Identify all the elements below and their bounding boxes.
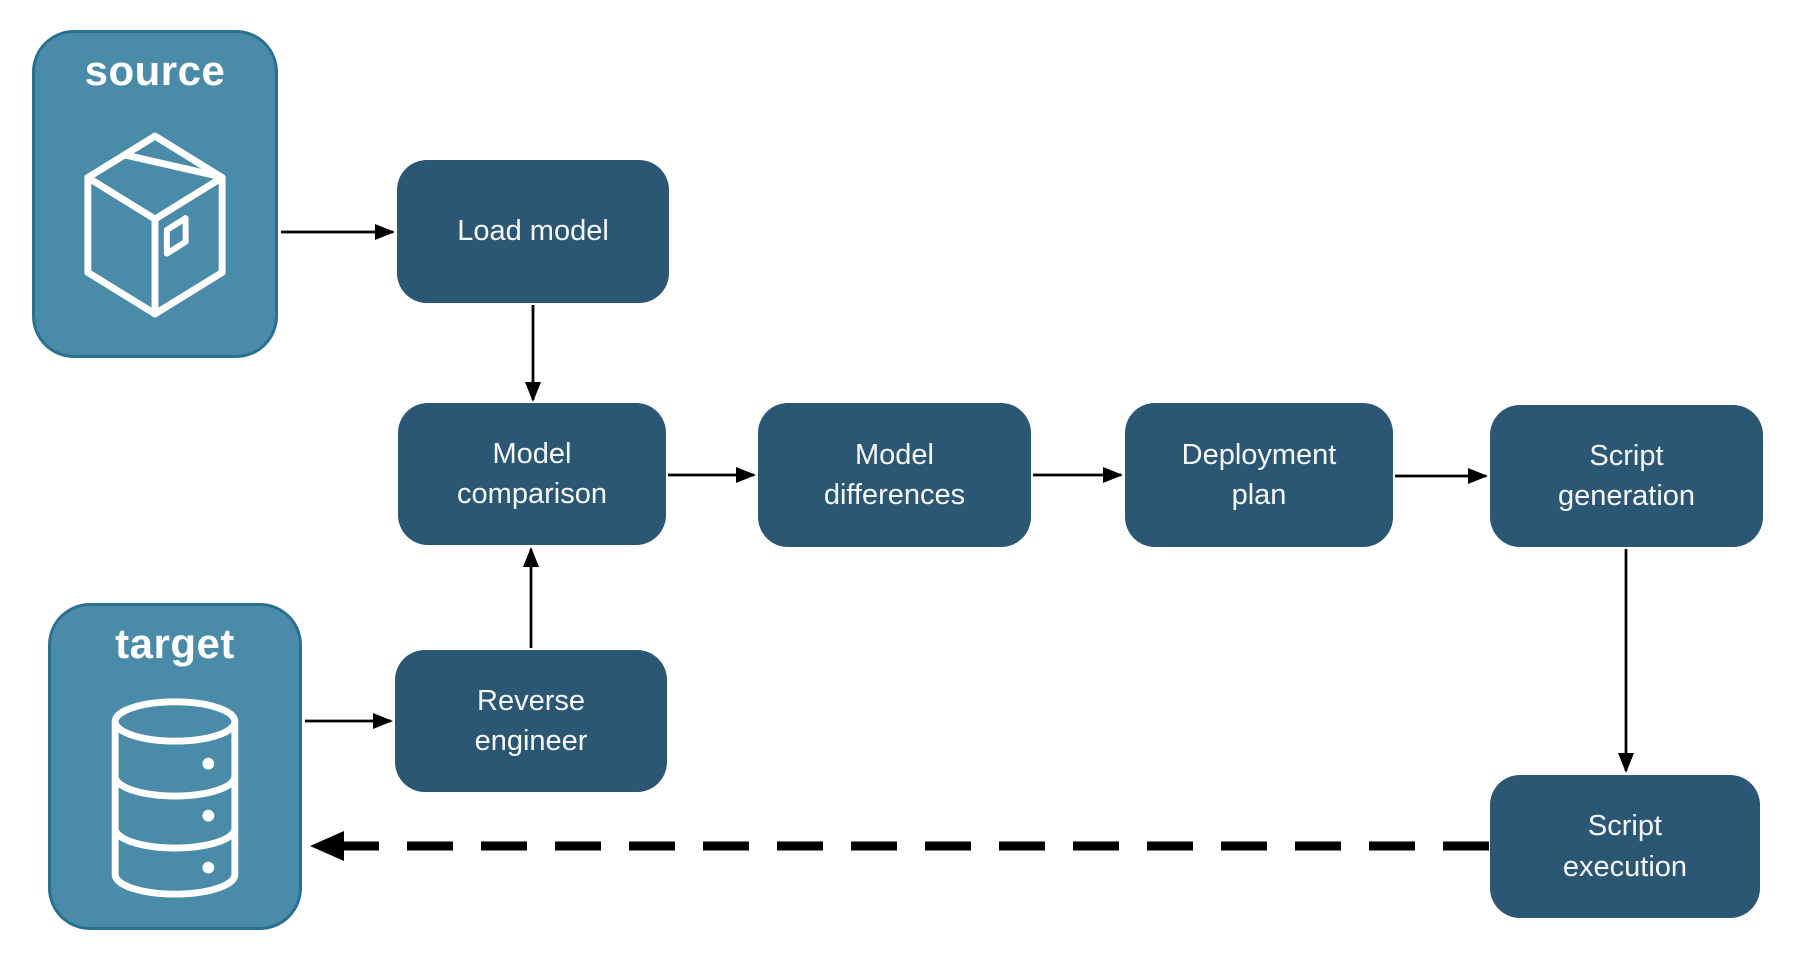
node-model-differences: Model differences <box>758 403 1031 547</box>
node-script-generation: Script generation <box>1490 405 1763 547</box>
container-source: source <box>32 30 278 358</box>
target-title: target <box>115 620 235 667</box>
source-title: source <box>84 47 226 94</box>
package-icon <box>35 95 275 355</box>
database-icon <box>51 668 299 927</box>
container-target: target <box>48 603 302 930</box>
node-deployment-plan: Deployment plan <box>1125 403 1393 547</box>
node-script-execution: Script execution <box>1490 775 1760 918</box>
node-model-comparison: Model comparison <box>398 403 666 545</box>
node-load-model: Load model <box>397 160 669 303</box>
node-reverse-engineer: Reverse engineer <box>395 650 667 792</box>
